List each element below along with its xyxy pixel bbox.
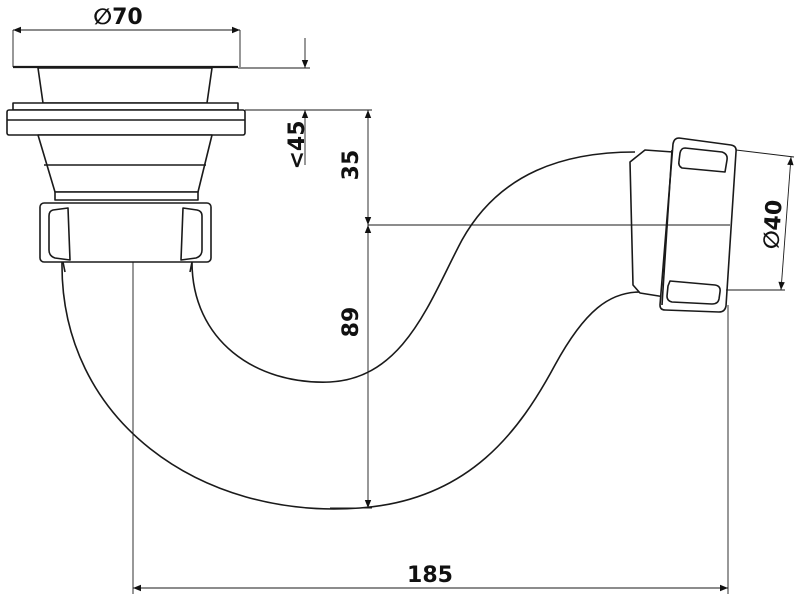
dim-trap-depth: 89 bbox=[339, 307, 364, 338]
dim-overall-width: 185 bbox=[407, 563, 453, 588]
dim-strainer-diameter: ∅70 bbox=[93, 5, 142, 30]
dim-max-thickness: <45 bbox=[285, 120, 310, 169]
dim-outlet-diameter: ∅40 bbox=[759, 199, 787, 250]
strainer bbox=[6, 65, 246, 201]
dimension-lines bbox=[12, 26, 795, 594]
trap-pipe bbox=[61, 151, 641, 510]
top-nut bbox=[39, 202, 212, 273]
dim-height-to-outlet: 35 bbox=[339, 150, 364, 181]
